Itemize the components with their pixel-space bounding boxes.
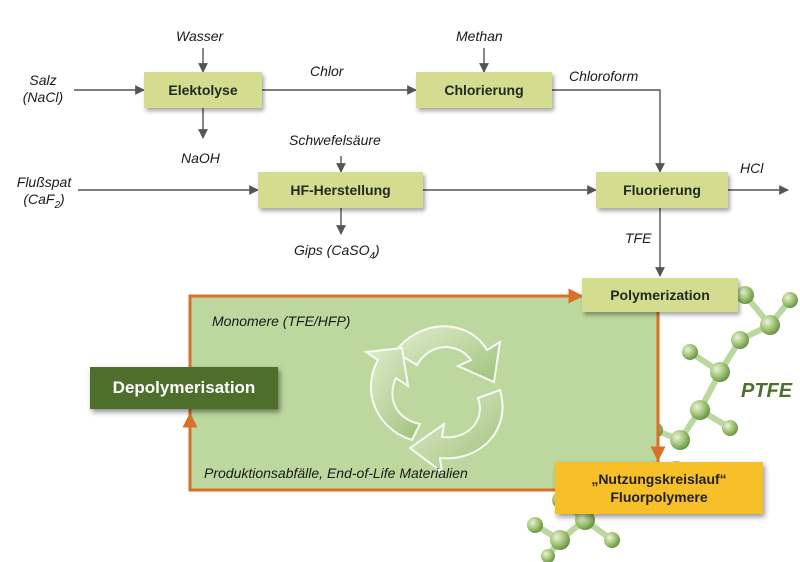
wasser-label: Wasser xyxy=(176,28,224,44)
tfe-label: TFE xyxy=(625,230,652,246)
monomere-label: Monomere (TFE/HFP) xyxy=(212,313,351,329)
fluorpolymere-label: Fluorpolymere xyxy=(610,489,708,505)
produktionsabfaelle-label: Produktionsabfälle, End-of-Life Material… xyxy=(204,465,468,481)
recycling-icon xyxy=(363,325,504,475)
ptfe-molecule-decoration xyxy=(527,286,798,562)
chlorierung-box: Chlorierung xyxy=(416,72,552,108)
flussspat-text: Flußspat xyxy=(16,174,72,190)
caf2-text: (CaF2) xyxy=(23,191,65,211)
chloroform-label: Chloroform xyxy=(569,68,639,84)
gips-label: Gips (CaSO4) xyxy=(294,242,380,262)
nutzungskreislauf-box: „Nutzungskreislauf“ Fluorpolymere xyxy=(555,462,763,514)
flussspat-label: Flußspat (CaF2) xyxy=(8,174,80,214)
naoh-label: NaOH xyxy=(181,150,220,166)
ptfe-label: PTFE xyxy=(741,380,793,402)
salz-label: Salz (NaCl) xyxy=(14,72,72,106)
hf-herstellung-box: HF-Herstellung xyxy=(258,172,423,208)
methan-label: Methan xyxy=(456,28,503,44)
hcl-label: HCl xyxy=(740,160,764,176)
nutzungskreislauf-title: „Nutzungskreislauf“ xyxy=(591,471,727,487)
chlor-label: Chlor xyxy=(310,63,344,79)
nacl-text: (NaCl) xyxy=(22,89,64,105)
depolymerisation-box: Depolymerisation xyxy=(90,367,278,409)
polymerization-box: Polymerization xyxy=(582,278,738,312)
salz-text: Salz xyxy=(29,72,57,88)
fluorierung-box: Fluorierung xyxy=(596,172,728,208)
schwefelsaeure-label: Schwefelsäure xyxy=(289,132,381,148)
elektolyse-box: Elektolyse xyxy=(144,72,262,108)
